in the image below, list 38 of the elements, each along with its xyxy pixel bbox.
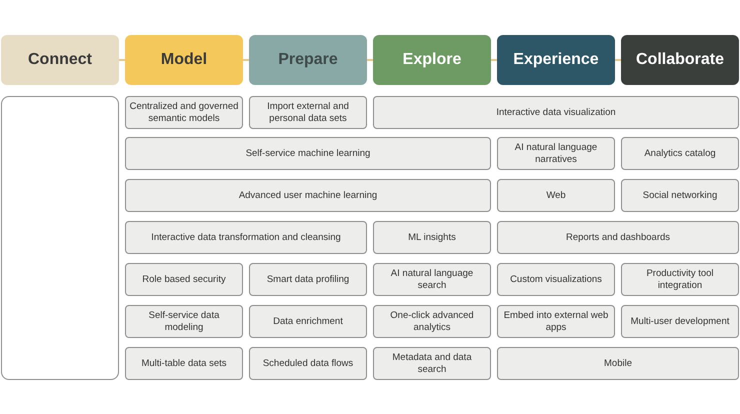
stage-header: Experience	[497, 35, 615, 85]
feature-box: Metadata and data search	[373, 347, 491, 380]
feature-box: Multi-user development	[621, 305, 739, 338]
feature-box: AI natural language search	[373, 263, 491, 296]
feature-box: Social networking	[621, 179, 739, 212]
feature-box: Data enrichment	[249, 305, 367, 338]
feature-box: AI natural language narratives	[497, 137, 615, 170]
feature-box: Analytics catalog	[621, 137, 739, 170]
connector-line	[615, 59, 621, 61]
connector-line	[119, 59, 125, 61]
feature-box: Web	[497, 179, 615, 212]
stage-header: Collaborate	[621, 35, 739, 85]
feature-box: Import external and personal data sets	[249, 96, 367, 129]
feature-box: Productivity tool integration	[621, 263, 739, 296]
feature-box: Self-service machine learning	[125, 137, 491, 170]
feature-box: Interactive data visualization	[373, 96, 739, 129]
feature-box: Embed into external web apps	[497, 305, 615, 338]
feature-box: Interactive data transformation and cleansing	[125, 221, 367, 254]
connector-line	[367, 59, 373, 61]
feature-box: Self-service data modeling	[125, 305, 243, 338]
feature-box: Reports and dashboards	[497, 221, 739, 254]
feature-box: Mobile	[497, 347, 739, 380]
stage-header: Connect	[1, 35, 119, 85]
connector-line	[243, 59, 249, 61]
feature-box: Custom visualizations	[497, 263, 615, 296]
feature-box: Smart data profiling	[249, 263, 367, 296]
stage-header: Explore	[373, 35, 491, 85]
feature-box: ML insights	[373, 221, 491, 254]
feature-box: One-click advanced analytics	[373, 305, 491, 338]
feature-box: Scheduled data flows	[249, 347, 367, 380]
feature-box: Multi-table data sets	[125, 347, 243, 380]
feature-box: Centralized and governed semantic models	[125, 96, 243, 129]
connector-line	[491, 59, 497, 61]
feature-box: Role based security	[125, 263, 243, 296]
stage-header: Prepare	[249, 35, 367, 85]
connector-panel	[1, 96, 119, 380]
feature-box: Advanced user machine learning	[125, 179, 491, 212]
stage-header: Model	[125, 35, 243, 85]
